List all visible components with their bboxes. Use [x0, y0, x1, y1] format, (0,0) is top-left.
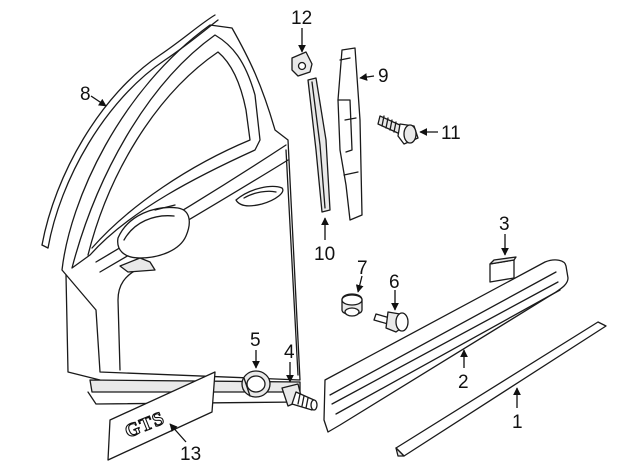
- part-6-push-clip: [373, 311, 409, 333]
- callout-labels: 1 2 3 4 5 6 7 8 9 10 11 12 13: [80, 8, 523, 465]
- part-4-bolt: [281, 383, 318, 411]
- part-8-window-trim: [41, 14, 219, 249]
- part-7-grommet: [341, 293, 363, 317]
- callout-13: 13: [180, 444, 201, 465]
- callout-1: 1: [512, 412, 523, 433]
- front-door-shell: [61, 24, 301, 405]
- part-3-block-pad: [489, 256, 517, 283]
- part-13-badge: GTS: [107, 371, 216, 461]
- callout-3: 3: [499, 214, 510, 235]
- callout-2: 2: [458, 372, 469, 393]
- part-1-molding-strip: [395, 321, 607, 457]
- callout-11: 11: [441, 123, 461, 144]
- part-11-screw: [377, 115, 419, 145]
- part-9-pillar-applique: [337, 47, 363, 221]
- part-12-clip: [291, 51, 313, 77]
- callout-8: 8: [80, 84, 91, 105]
- part-5-cap: [241, 370, 271, 398]
- part-10-pillar-molding: [307, 77, 331, 213]
- callout-10: 10: [314, 244, 335, 265]
- callout-5: 5: [250, 330, 261, 351]
- callout-9: 9: [378, 66, 389, 87]
- callout-6: 6: [389, 272, 400, 293]
- callout-7: 7: [357, 258, 368, 279]
- callout-12: 12: [291, 8, 312, 29]
- callout-4: 4: [284, 342, 295, 363]
- part-2-rocker-molding: [323, 259, 569, 433]
- leader-lines: [90, 28, 521, 443]
